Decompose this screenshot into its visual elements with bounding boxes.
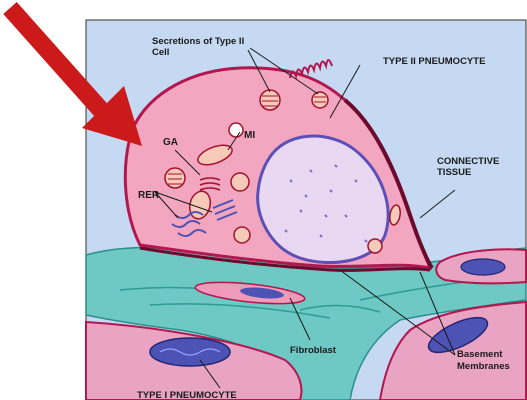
label-basement-line2: Membranes bbox=[457, 361, 510, 372]
label-secretions-line1: Secretions of Type II bbox=[152, 36, 244, 47]
small-cell-nucleus bbox=[461, 259, 505, 275]
label-connective-line2: TISSUE bbox=[437, 167, 471, 178]
type1-nucleus-lower bbox=[150, 338, 230, 366]
label-fibroblast: Fibroblast bbox=[290, 345, 337, 356]
label-type2-pneumocyte: TYPE II PNEUMOCYTE bbox=[383, 56, 485, 67]
label-connective-line1: CONNECTIVE bbox=[437, 156, 499, 167]
label-secretions-line2: Cell bbox=[152, 47, 169, 58]
label-mi: MI bbox=[244, 130, 255, 141]
label-basement-line1: Basement bbox=[457, 349, 503, 360]
label-type1-pneumocyte: TYPE I PNEUMOCYTE bbox=[137, 390, 237, 400]
label-rer: RER bbox=[138, 190, 160, 201]
label-ga: GA bbox=[163, 137, 178, 148]
